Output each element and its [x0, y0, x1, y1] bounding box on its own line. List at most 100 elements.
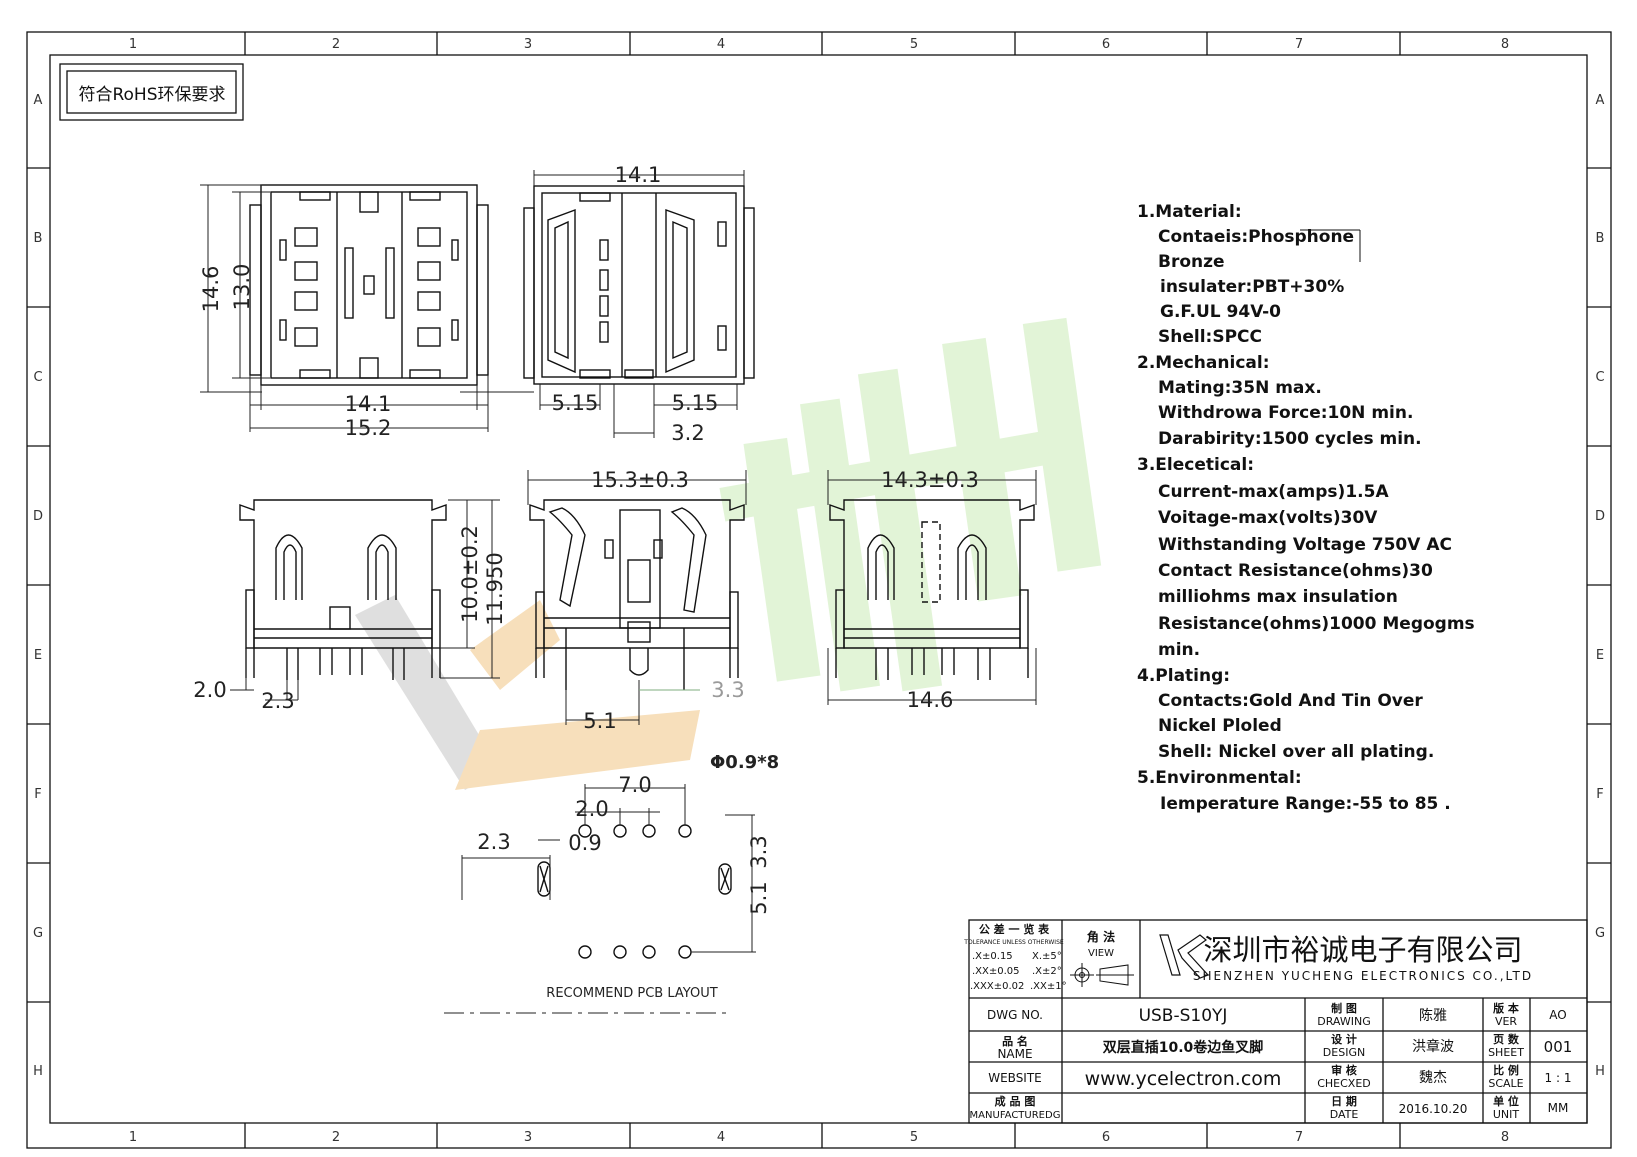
spec-line-5: Shell:SPCC: [1158, 327, 1262, 347]
name-value: 双层直插10.0卷边鱼叉脚: [1103, 1039, 1264, 1056]
drawing-label: DRAWING: [1317, 1015, 1370, 1028]
spec-line-4: G.F.UL 94V-0: [1160, 302, 1281, 322]
pcb-layout-dims: [444, 784, 756, 1014]
spec-line-1: Contaeis:Phosphone: [1158, 227, 1354, 247]
grid-row-D: D: [33, 509, 43, 524]
grid-row-E-right: E: [1596, 648, 1604, 663]
grid-row-B-right: B: [1596, 231, 1605, 246]
grid-col-1: 1: [129, 37, 137, 52]
spec-line-18: 4.Plating:: [1137, 666, 1230, 686]
grid-col-3-bottom: 3: [524, 1130, 532, 1145]
checked-label: CHECXED: [1317, 1077, 1371, 1090]
spec-line-13: Withstanding Voltage 750V AC: [1158, 535, 1452, 555]
spec-line-19: Contacts:Gold And Tin Over: [1158, 691, 1423, 711]
pcb-dim-23: 2.3: [477, 830, 510, 854]
dim-side-height-1: 10.0±0.2: [458, 525, 482, 623]
grid-col-6: 6: [1102, 37, 1110, 52]
grid-col-1-bottom: 1: [129, 1130, 137, 1145]
dim-top-width: 14.1: [615, 163, 662, 187]
grid-row-G: G: [33, 926, 43, 941]
dim-top-left-gap: 5.15: [552, 391, 599, 415]
grid-row-A-right: A: [1596, 93, 1605, 108]
side-front-dims: [230, 499, 500, 701]
tolerance-a1: X.±5°: [1032, 951, 1062, 962]
spec-line-2: Bronze: [1158, 252, 1225, 272]
company-name-en: SHENZHEN YUCHENG ELECTRONICS CO.,LTD: [1193, 969, 1533, 983]
title-block-lines: [968, 919, 1588, 1124]
spec-line-8: Withdrowa Force:10N min.: [1158, 403, 1413, 423]
rohs-label: 符合RoHS环保要求: [78, 85, 225, 105]
mfg-label: MANUFACTUREDG: [970, 1110, 1061, 1121]
unit-label: UNIT: [1493, 1108, 1520, 1121]
date-label: DATE: [1330, 1108, 1359, 1121]
pcb-layout-text: Φ0.9*8 7.0 2.0 2.3 0.9 3.3 5.1 RECOMMEND…: [477, 752, 779, 1001]
side-front-view: [239, 499, 447, 680]
pcb-dim-33: 3.3: [747, 835, 771, 868]
sheet-label: SHEET: [1488, 1046, 1524, 1059]
right-side-dims: [827, 470, 1037, 705]
dim-section-width: 15.3±0.3: [591, 468, 689, 492]
front-view: [249, 184, 489, 386]
spec-line-20: Nickel Ploled: [1158, 716, 1282, 736]
grid-row-F-right: F: [1596, 787, 1603, 802]
section-view-dim-text: 15.3±0.3 5.1 3.3: [583, 468, 744, 733]
dim-top-right-gap: 5.15: [672, 391, 719, 415]
date-cn: 日 期: [1331, 1094, 1357, 1108]
title-block-text: 公 差 一 览 表 TOLERANCE UNLESS OTHERWISE .X±…: [963, 922, 1572, 1121]
spec-line-17: min.: [1158, 640, 1200, 660]
grid-row-C-right: C: [1595, 370, 1604, 385]
spec-line-21: Shell: Nickel over all plating.: [1158, 742, 1434, 762]
top-view-dim-text: 14.1 5.15 5.15 3.2: [552, 163, 719, 445]
ver-label: VER: [1495, 1015, 1517, 1028]
spec-line-7: Mating:35N max.: [1158, 378, 1322, 398]
sheet-cn: 页 数: [1493, 1032, 1520, 1046]
spec-line-22: 5.Environmental:: [1137, 768, 1302, 788]
grid-col-2-bottom: 2: [332, 1130, 340, 1145]
grid-col-7: 7: [1295, 37, 1303, 52]
top-view-dims: [460, 170, 745, 438]
grid-col-7-bottom: 7: [1295, 1130, 1303, 1145]
tolerance-1: .X±0.15: [972, 951, 1013, 962]
grid-col-8-bottom: 8: [1501, 1130, 1509, 1145]
drawing-cn: 制 图: [1331, 1001, 1357, 1015]
grid-row-F: F: [34, 787, 41, 802]
dim-top-center-gap: 3.2: [671, 421, 704, 445]
spec-line-0: 1.Material:: [1137, 202, 1242, 222]
name-label: NAME: [997, 1047, 1032, 1061]
grid-row-G-right: G: [1595, 926, 1605, 941]
spec-line-15: milliohms max insulation: [1158, 587, 1398, 607]
grid-col-5: 5: [910, 37, 918, 52]
spec-line-9: Darabirity:1500 cycles min.: [1158, 429, 1422, 449]
view-cn: 角 法: [1087, 929, 1115, 944]
dwg-no-label: DWG NO.: [987, 1008, 1043, 1022]
ver-value: AO: [1549, 1008, 1566, 1022]
website-label: WEBSITE: [988, 1071, 1042, 1085]
rohs-box: 符合RoHS环保要求: [59, 63, 244, 121]
scale-label: SCALE: [1488, 1077, 1523, 1090]
view-en: VIEW: [1088, 948, 1114, 959]
spec-line-23: Iemperature Range:-55 to 85 .: [1160, 794, 1451, 814]
company-logo-icon: [1159, 934, 1210, 979]
spec-line-12: Voitage-max(volts)30V: [1158, 508, 1378, 528]
design-label: DESIGN: [1323, 1046, 1365, 1059]
dim-right-width-bottom: 14.6: [907, 688, 954, 712]
name-cn: 品 名: [1002, 1034, 1028, 1048]
dim-side-height-2: 11.950: [483, 552, 507, 625]
mfg-cn: 成 品 图: [995, 1094, 1036, 1108]
spec-list: 1.Material: Contaeis:Phosphone Bronze in…: [1137, 202, 1475, 814]
grid-row-D-right: D: [1595, 509, 1605, 524]
dim-section-offset: 5.1: [583, 709, 616, 733]
grid-row-E: E: [34, 648, 42, 663]
grid-row-B: B: [34, 231, 43, 246]
company-name-cn: 深圳市裕诚电子有限公司: [1203, 933, 1522, 967]
tolerance-2: .XX±0.05: [972, 966, 1020, 977]
front-view-dims: [200, 184, 489, 432]
design-by: 洪章波: [1412, 1038, 1454, 1055]
design-cn: 设 计: [1331, 1032, 1357, 1046]
grid-row-A: A: [34, 93, 43, 108]
pcb-layout: [537, 824, 732, 959]
grid-col-5-bottom: 5: [910, 1130, 918, 1145]
tolerance-title: 公 差 一 览 表: [979, 922, 1050, 936]
dim-front-height-inner: 13.0: [230, 264, 254, 311]
